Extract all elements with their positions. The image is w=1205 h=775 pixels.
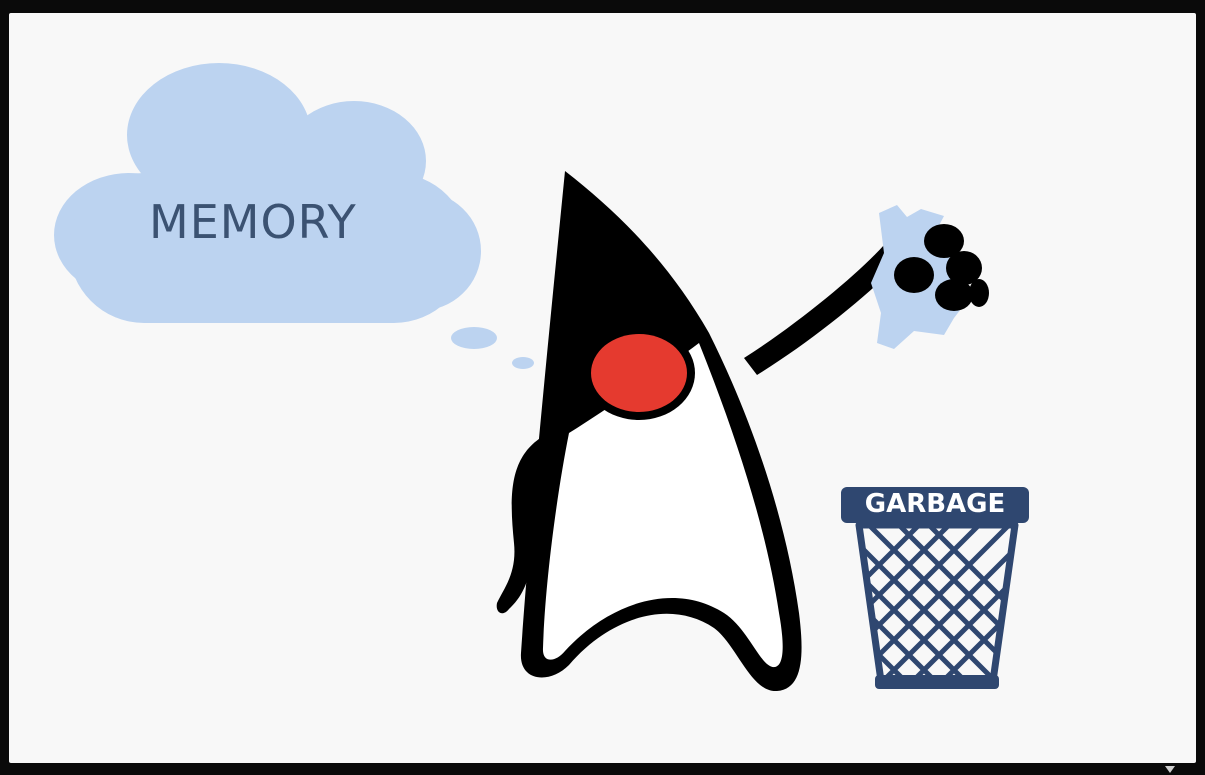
duke-hand: [894, 224, 989, 311]
trash-bin-icon: [841, 487, 1029, 689]
thought-bubble-small: [512, 357, 534, 369]
corner-indicator-icon: [1165, 766, 1175, 773]
slide-canvas: MEMORY GARBAGE: [9, 13, 1196, 763]
illustration: [54, 63, 1029, 692]
memory-label: MEMORY: [149, 195, 357, 249]
duke-mascot-icon: [496, 171, 901, 692]
memory-cloud: [54, 63, 481, 323]
garbage-label: GARBAGE: [864, 489, 1006, 519]
thought-bubble-large: [451, 327, 497, 349]
